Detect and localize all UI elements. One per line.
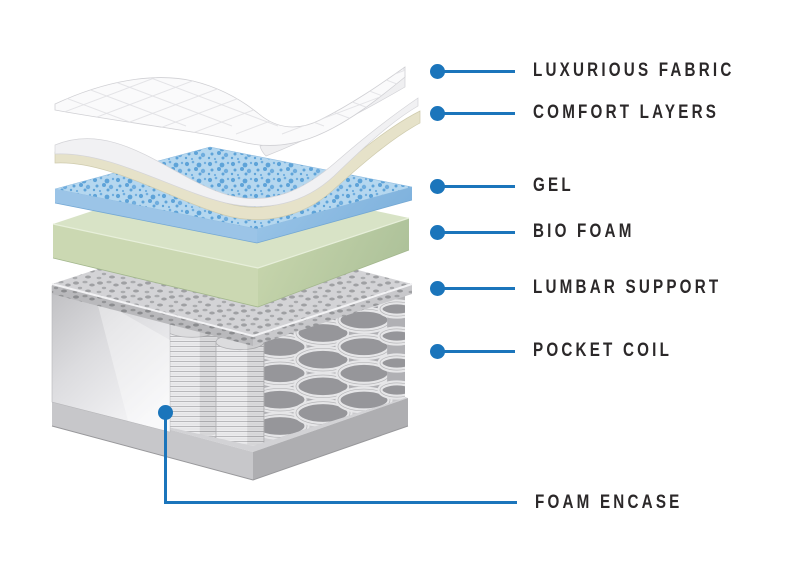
callout-line [443,349,515,353]
callout-dot [430,63,445,79]
callout-label: BIO FOAM [533,221,635,242]
callout-label: GEL [533,175,574,196]
pocket-coil-unit-graphic [149,291,406,446]
callout-luxurious-fabric: LUXURIOUS FABRIC [430,60,785,81]
callout-dot [430,224,445,240]
callout-line [443,184,515,188]
callout-bio-foam: BIO FOAM [430,221,660,242]
callout-line-horizontal [164,501,517,504]
comfort-layers-graphic [54,97,421,220]
callout-label: LUXURIOUS FABRIC [533,60,735,81]
callout-line [443,69,515,73]
covered-coil [165,320,219,443]
callout-line [443,230,515,234]
callout-label: FOAM ENCASE [535,492,683,513]
covered-coil [215,333,265,446]
callout-lumbar-support: LUMBAR SUPPORT [430,277,768,298]
callout-dot [430,178,445,194]
callout-pocket-coil: POCKET COIL [430,340,707,361]
coil-spring [335,306,393,414]
callout-gel: GEL [430,175,584,196]
callout-line-vertical [164,412,167,504]
callout-dot [430,343,445,359]
callout-comfort-layers: COMFORT LAYERS [430,102,766,123]
callout-line [443,286,515,290]
callout-label: POCKET COIL [533,340,673,361]
callout-foam-encase: FOAM ENCASE [535,492,719,513]
callout-dot [430,105,445,121]
callout-line [443,111,515,115]
callout-label: LUMBAR SUPPORT [533,277,722,298]
coil-spring [377,299,405,400]
callout-label: COMFORT LAYERS [533,102,720,123]
foam-encase-graphic [51,285,171,433]
callout-dot [430,280,445,296]
